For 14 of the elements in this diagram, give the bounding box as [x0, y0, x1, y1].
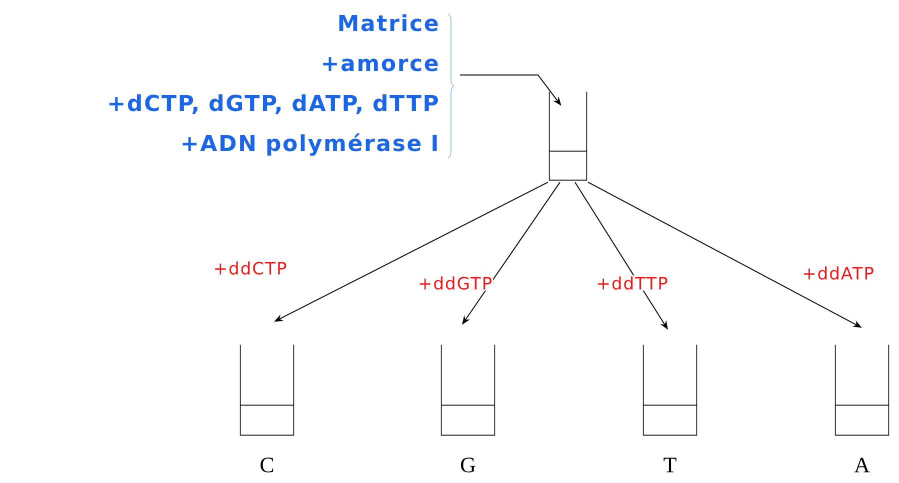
test-tube: [240, 344, 294, 436]
test-tube: [548, 91, 588, 181]
test-tube: [642, 344, 698, 436]
edge-label: +ddTTP: [595, 275, 669, 291]
reagent-list: Matrice +amorce +dCTP, dGTP, dATP, dTTP +ADN polymérase I: [110, 14, 438, 156]
tube-letter: A: [854, 458, 870, 472]
tube-letter: T: [664, 458, 676, 472]
test-tube: [834, 344, 890, 436]
tube-letter: G: [460, 458, 476, 472]
tube-letter: C: [260, 458, 274, 472]
test-tube: [440, 344, 496, 436]
edge-label: +ddCTP: [212, 260, 288, 276]
edge-label: +ddATP: [801, 265, 875, 281]
edge-label: +ddGTP: [416, 275, 494, 291]
